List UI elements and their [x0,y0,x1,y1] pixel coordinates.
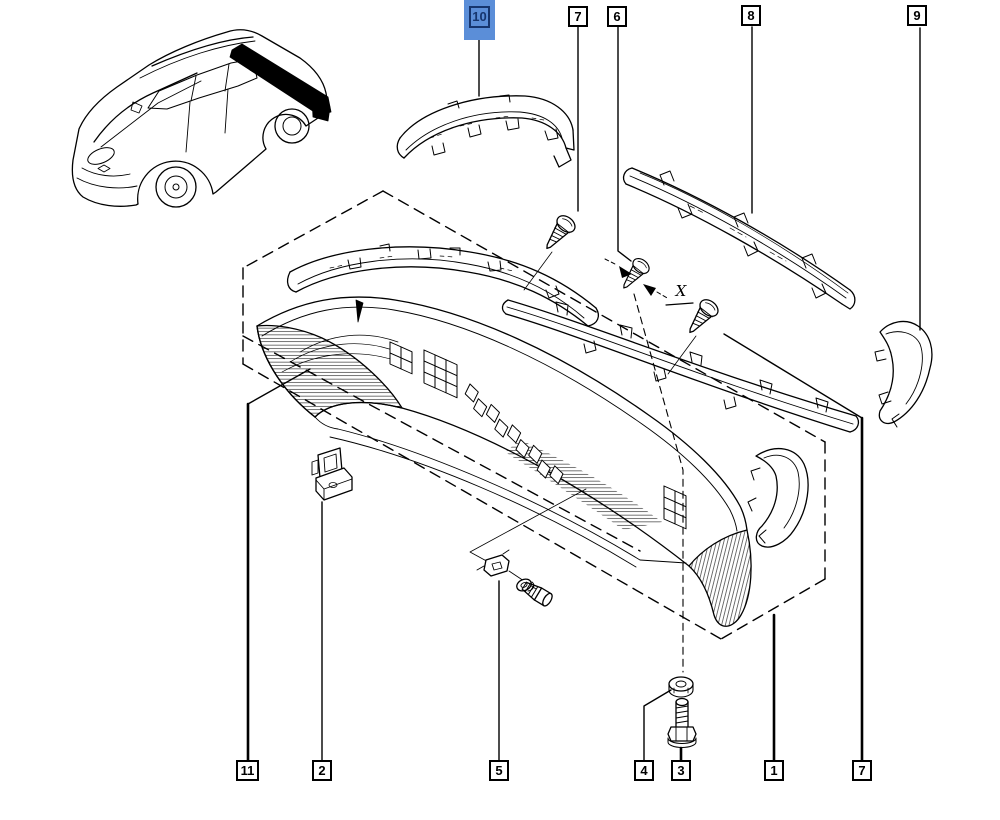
part-4-nut [668,676,694,698]
part-9-end-strip [874,320,933,428]
screw-6-axis-line [633,293,684,673]
part-8-support-strip [622,167,856,310]
bumper-armature-rail [501,299,860,433]
highlighted-rear-bumper-area [229,43,332,116]
callout-8[interactable]: 8 [741,5,761,26]
part-5-fastener-group [469,488,587,607]
callout-6[interactable]: 6 [607,6,627,27]
callout-7-top[interactable]: 7 [568,6,588,27]
x-position-marker: X [675,282,687,300]
side-strip-right [747,447,809,548]
callout-10[interactable]: 10 [469,6,490,28]
callout-4[interactable]: 4 [634,760,654,781]
car-thumbnail [71,29,332,208]
callout-5[interactable]: 5 [489,760,509,781]
callout-2[interactable]: 2 [312,760,332,781]
part-3-bolt [667,697,697,748]
x-marker-arrows [604,258,694,306]
screw-6 [623,257,650,289]
callout-10-highlight[interactable]: 10 [464,0,495,40]
absorber-grid-blocks [389,341,687,530]
mounted-trim-strip [286,243,599,327]
screw-7-top [523,215,576,291]
leader-lines [246,26,921,762]
part-2-bracket [311,447,353,501]
callout-7-bottom[interactable]: 7 [852,760,872,781]
part-10-trim-strip [396,94,575,168]
callout-3[interactable]: 3 [671,760,691,781]
callout-11[interactable]: 11 [236,760,259,781]
callout-9[interactable]: 9 [907,5,927,26]
screw-7-right [667,299,719,375]
callout-1[interactable]: 1 [764,760,784,781]
